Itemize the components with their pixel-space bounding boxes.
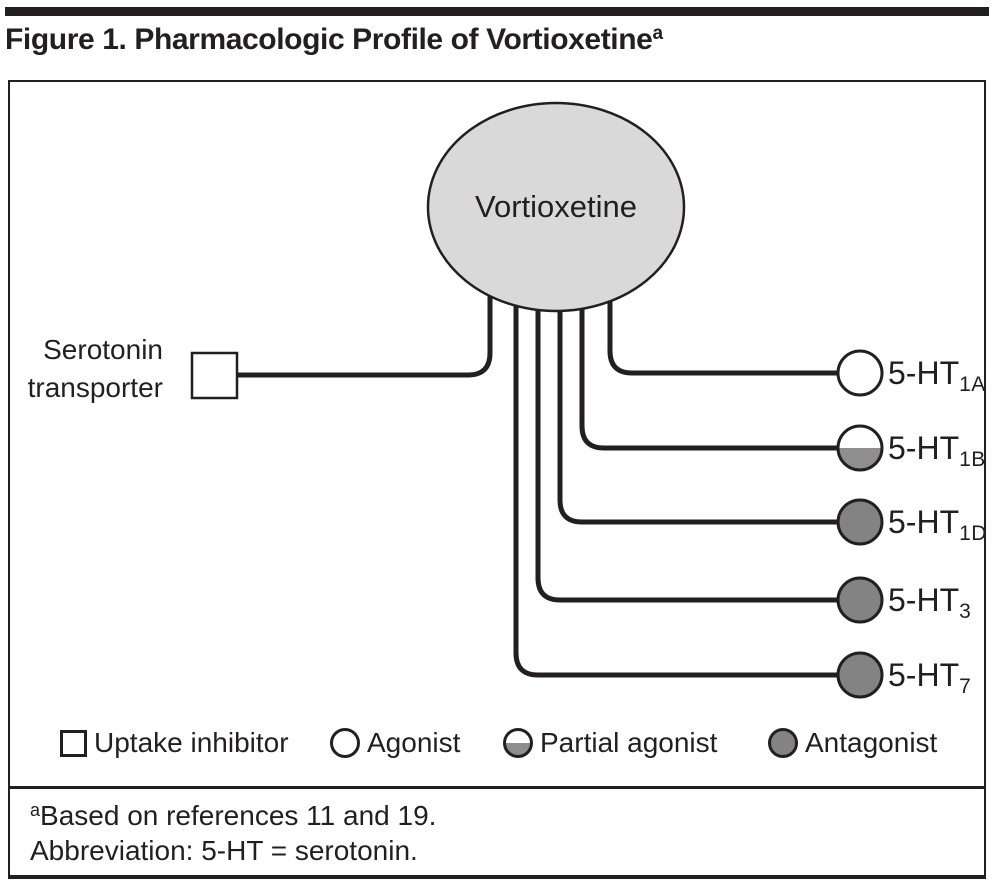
receptor-label-5ht1b: 5-HT1B	[888, 428, 986, 471]
receptor-base-text: 5-HT	[888, 504, 960, 540]
receptor-subscript: 3	[959, 600, 972, 623]
receptor-circle-5ht7	[836, 651, 884, 699]
vortioxetine-ellipse	[426, 101, 686, 313]
footnote: aBased on references 11 and 19. Abbrevia…	[30, 793, 436, 868]
legend: Uptake inhibitor Agonist Partial agonist…	[10, 726, 984, 760]
legend-item-antagonist: Antagonist	[768, 726, 937, 760]
connector-5ht1a	[607, 247, 838, 376]
transporter-label: Serotonin transporter	[10, 331, 163, 407]
connector-5ht3	[535, 247, 838, 603]
partial-agonist-marker-icon	[503, 728, 533, 758]
legend-label: Partial agonist	[540, 727, 718, 758]
agonist-marker-icon	[330, 728, 360, 758]
receptor-base-text: 5-HT	[888, 355, 960, 391]
figure-box: Vortioxetine Serotonin transporter 5-HT1…	[8, 80, 986, 879]
uptake-inhibitor-marker-icon	[60, 729, 87, 757]
receptor-subscript: 7	[959, 675, 972, 698]
legend-label: Uptake inhibitor	[94, 727, 289, 758]
legend-label: Agonist	[367, 727, 461, 758]
transporter-label-line2: transporter	[27, 372, 163, 403]
receptor-subscript: 1B	[959, 448, 986, 471]
receptor-base-text: 5-HT	[888, 582, 960, 618]
footnote-line1-text: Based on references 11 and 19.	[40, 800, 437, 831]
figure-title-text: Figure 1. Pharmacologic Profile of Vorti…	[5, 23, 653, 56]
receptor-circle-5ht1a	[836, 349, 884, 397]
connector-5ht1d	[557, 247, 838, 525]
receptor-label-5ht3: 5-HT3	[888, 580, 972, 623]
legend-item-agonist: Agonist	[330, 726, 460, 760]
receptor-circle-5ht1b-halffill	[838, 448, 882, 470]
connector-5ht1b	[579, 247, 838, 451]
drug-label: Vortioxetine	[475, 189, 637, 224]
legend-label: Antagonist	[805, 727, 938, 758]
connector-lines	[237, 247, 838, 678]
transporter-label-line1: Serotonin	[43, 334, 163, 365]
antagonist-marker-icon	[768, 728, 798, 758]
figure-title-superscript: a	[652, 23, 663, 44]
diagram-canvas	[190, 101, 884, 699]
connector-transporter	[237, 247, 493, 378]
receptor-subscript: 1D	[959, 522, 987, 545]
receptor-label-5ht7: 5-HT7	[888, 655, 972, 698]
title-rule	[5, 7, 989, 16]
receptor-base-text: 5-HT	[888, 657, 960, 693]
legend-item-uptake-inhibitor: Uptake inhibitor	[60, 726, 289, 760]
footnote-line1: aBased on references 11 and 19.	[30, 793, 436, 833]
receptor-subscript: 1A	[959, 373, 986, 396]
footnote-line2: Abbreviation: 5-HT = serotonin.	[30, 835, 418, 866]
figure-title: Figure 1. Pharmacologic Profile of Vorti…	[5, 23, 663, 57]
connector-5ht7	[513, 247, 838, 678]
legend-item-partial-agonist: Partial agonist	[503, 726, 717, 760]
receptor-circle-5ht1d	[836, 498, 884, 546]
footnote-superscript: a	[30, 800, 41, 820]
receptor-label-5ht1a: 5-HT1A	[888, 353, 986, 396]
receptor-circle-5ht1b	[836, 424, 884, 472]
receptor-circle-5ht3	[836, 576, 884, 624]
footnote-separator-rule	[10, 786, 984, 789]
transporter-square	[190, 351, 239, 400]
receptor-label-5ht1d: 5-HT1D	[888, 502, 987, 545]
receptor-base-text: 5-HT	[888, 430, 960, 466]
